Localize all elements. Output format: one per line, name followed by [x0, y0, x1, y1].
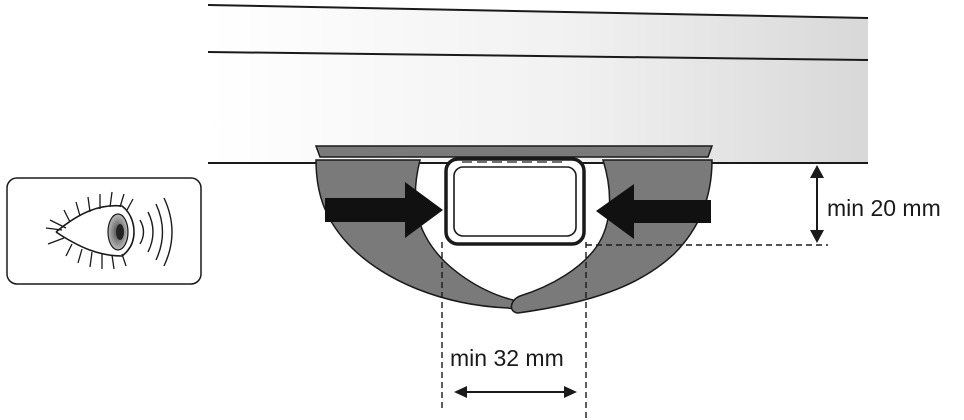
dimension-guides	[441, 242, 828, 420]
arrow-left-icon	[596, 184, 711, 239]
eye-icon	[6, 177, 202, 285]
width-dimension	[454, 386, 577, 398]
cover-strip	[314, 145, 714, 158]
sensor-window-icon	[444, 157, 586, 246]
width-label: min 32 mm	[450, 345, 564, 371]
height-label: min 20 mm	[827, 195, 941, 221]
height-dimension	[810, 165, 824, 243]
right-cover-half	[510, 159, 713, 314]
appliance-panel	[207, 4, 869, 164]
arrow-right-icon	[325, 182, 443, 238]
